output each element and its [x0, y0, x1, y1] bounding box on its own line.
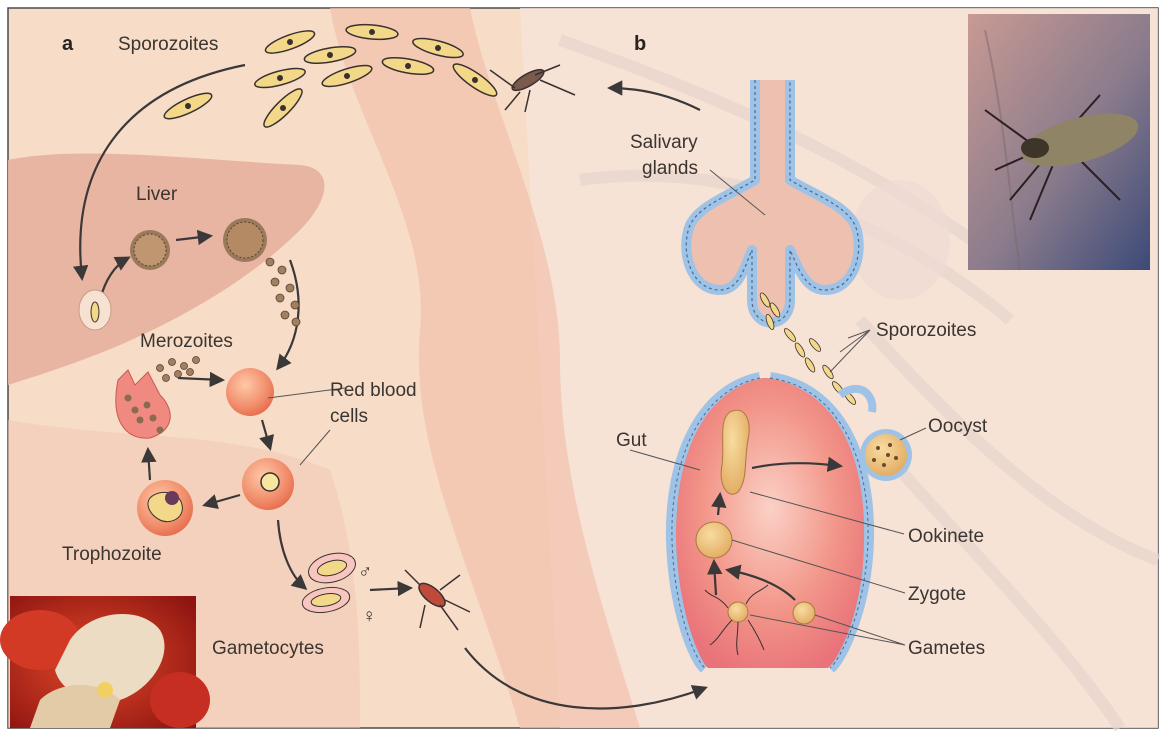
- panel-label-b: b: [634, 33, 646, 55]
- oocyst: [860, 429, 912, 481]
- female-gamete: [793, 602, 815, 624]
- label-red-blood-line1: Red blood: [330, 380, 417, 401]
- label-gametocytes: Gametocytes: [212, 638, 324, 659]
- label-gut: Gut: [616, 430, 647, 451]
- label-salivary-line2: glands: [642, 158, 698, 179]
- label-liver: Liver: [136, 184, 178, 205]
- liver-schizont-small: [130, 230, 170, 270]
- label-sporozoites-b: Sporozoites: [876, 320, 976, 341]
- liver-schizont-large: [223, 218, 267, 262]
- label-red-blood-line2: cells: [330, 406, 368, 427]
- label-ookinete: Ookinete: [908, 526, 984, 547]
- label-merozoites: Merozoites: [140, 331, 233, 352]
- red-blood-cell: [226, 368, 274, 416]
- zygote: [696, 522, 732, 558]
- label-salivary-line1: Salivary: [630, 132, 698, 153]
- label-male-symbol: ♂: [358, 562, 372, 583]
- infected-red-blood-cell: [242, 458, 294, 510]
- mosquito-photo: [968, 14, 1150, 270]
- label-sporozoites-a: Sporozoites: [118, 34, 218, 55]
- red-blood-cell-photo: [0, 596, 210, 728]
- label-gametes: Gametes: [908, 638, 985, 659]
- label-female-symbol: ♀: [362, 606, 376, 627]
- hepatocyte-sporozoite: [79, 290, 111, 330]
- mosquito-gut: [672, 378, 868, 668]
- label-oocyst: Oocyst: [928, 416, 988, 437]
- trophozoite-cell: [137, 480, 193, 536]
- panel-label-a: a: [62, 33, 74, 55]
- label-trophozoite: Trophozoite: [62, 544, 162, 565]
- label-zygote: Zygote: [908, 584, 966, 605]
